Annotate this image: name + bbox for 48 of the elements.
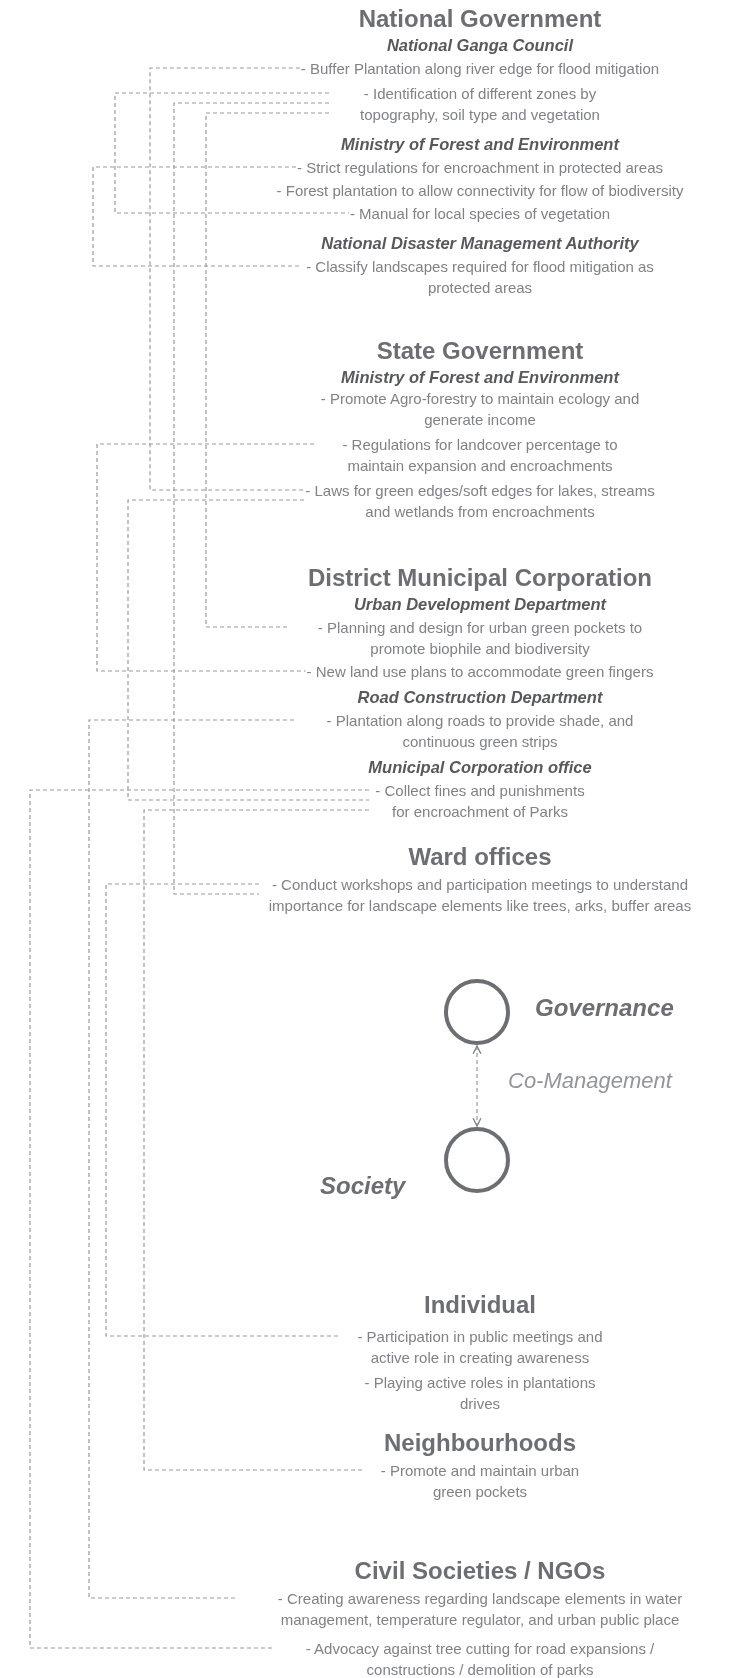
section-heading: Civil Societies / NGOs [354,1556,606,1586]
list-item: - Manual for local species of vegetation [349,204,611,224]
list-item: - Buffer Plantation along river edge for flood mitigation [300,59,660,79]
section-heading: Neighbourhoods [384,1428,576,1458]
list-item: - Planning and design for urban green pockets to promote biophile and biodiversity [316,618,644,659]
list-item: - Conduct workshops and participation meetings to understand importance for landscape elements like trees, arks, buffer areas [267,875,693,916]
dashed-connector [114,92,350,214]
department-heading: Ministry of Forest and Environment [341,134,619,155]
dashed-connector [92,166,300,267]
department-heading: Ministry of Forest and Environment [341,367,619,388]
section-heading: Individual [424,1290,536,1320]
section-heading: National Government [358,4,602,34]
department-heading: Municipal Corporation office [368,757,592,778]
list-item: - Promote and maintain urban green pockets [379,1461,581,1502]
dashed-connector [29,789,370,1649]
section-heading: District Municipal Corporation [308,563,652,593]
dashed-connector [143,809,370,1471]
node-caption: Governance [535,994,674,1022]
node-caption: Society [320,1172,406,1200]
section-heading: State Government [376,336,584,366]
list-item: - Participation in public meetings and active role in creating awareness [356,1327,604,1368]
list-item: - Forest plantation to allow connectivity for flow of biodiversity [276,181,684,201]
section-heading: Ward offices [408,842,552,872]
department-heading: Urban Development Department [353,594,607,615]
dashed-connector [96,443,315,672]
department-heading: Road Construction Department [357,687,603,708]
dashed-connector [127,499,370,801]
list-item: - Promote Agro-forestry to maintain ecology and generate income [319,389,641,430]
dashed-connector [205,112,330,628]
list-item: - Classify landscapes required for flood mitigation as protected areas [305,257,655,298]
dashed-connector [105,883,340,1337]
department-heading: National Disaster Management Authority [321,233,639,254]
list-item: - Laws for green edges/soft edges for lakes, streams and wetlands from encroachments [305,481,655,522]
list-item: - Strict regulations for encroachment in protected areas [297,158,663,178]
edge-label: Co-Management [508,1068,672,1094]
dashed-connector [149,67,305,491]
list-item: - Creating awareness regarding landscape elements in water management, temperature regulator, and urban public place [276,1589,684,1630]
department-heading: National Ganga Council [386,35,574,56]
list-item: - Regulations for landcover percentage to maintain expansion and encroachments [341,435,619,476]
dashed-connector [173,102,330,895]
list-item: - Identification of different zones by topography, soil type and vegetation [359,84,601,125]
list-item: - Plantation along roads to provide shade, and continuous green strips [325,711,635,752]
list-item: - Collect fines and punishments for encroachment of Parks [374,781,586,822]
list-item: - Playing active roles in plantations drives [363,1373,597,1414]
list-item: - New land use plans to accommodate green fingers [306,662,654,682]
dashed-arrow [472,1045,482,1127]
dashed-connector [88,719,295,1599]
list-item: - Advocacy against tree cutting for road expansions / constructions / demolition of parks [304,1639,656,1678]
